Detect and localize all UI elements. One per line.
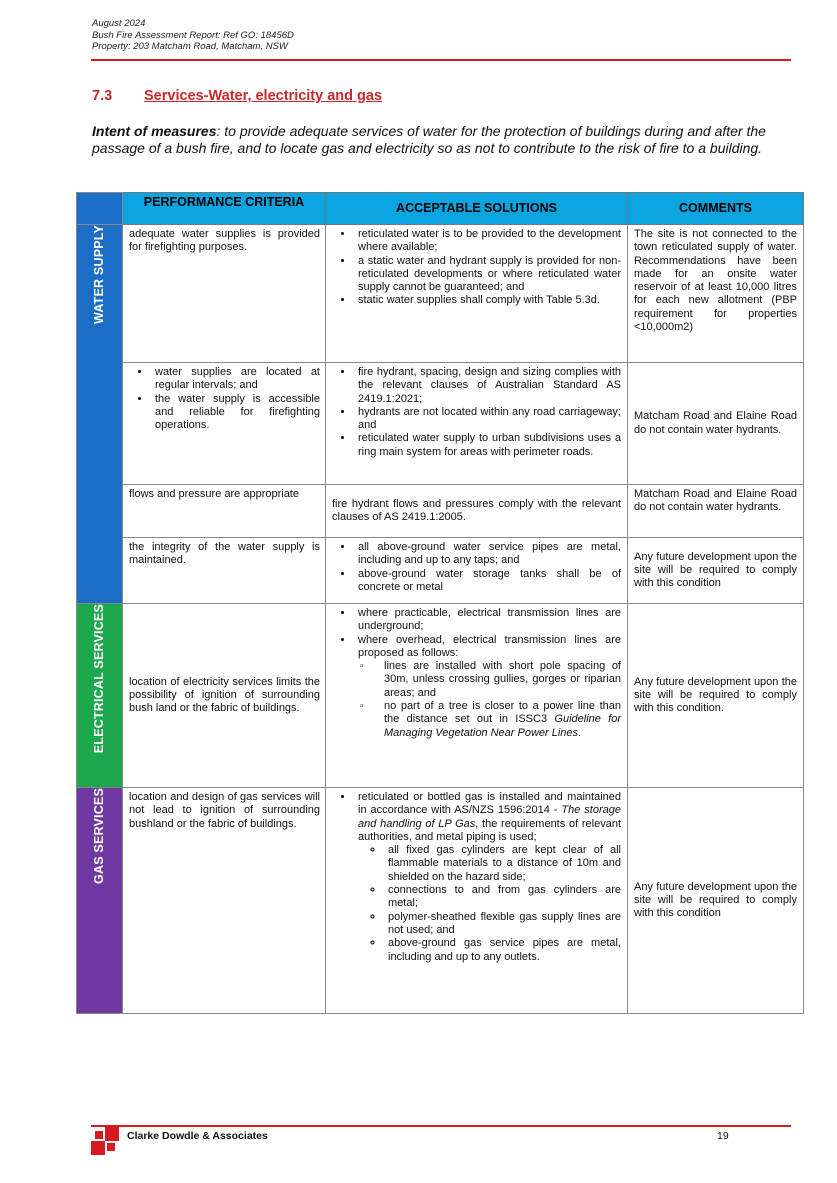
header-report-ref: Bush Fire Assessment Report: Ref GO: 184… [92, 29, 294, 41]
company-logo-icon [91, 1127, 119, 1155]
intent-label: Intent of measures [92, 123, 217, 139]
electrical-services-band: ELECTRICAL SERVICES [76, 603, 123, 788]
list-item: fire hydrant, spacing, design and sizing… [354, 366, 621, 406]
services-table: PERFORMANCE CRITERIA ACCEPTABLE SOLUTION… [76, 192, 804, 1014]
page-number: 19 [717, 1130, 729, 1142]
table-row: WATER SUPPLY adequate water supplies is … [76, 224, 804, 604]
gas-services-band: GAS SERVICES [76, 787, 123, 1014]
electrical-services-label: ELECTRICAL SERVICES [91, 604, 106, 754]
list-item-text-end: , the requirements of relevant authoriti… [358, 817, 621, 843]
table-row: water supplies are located at regular in… [77, 362, 804, 485]
intent-paragraph: Intent of measures: to provide adequate … [92, 123, 792, 157]
header-divider [91, 59, 791, 61]
pc-cell: water supplies are located at regular in… [122, 362, 326, 485]
comment-cell: Matcham Road and Elaine Road do not cont… [627, 484, 804, 538]
water-supply-band: WATER SUPPLY [76, 224, 123, 604]
header-comments: COMMENTS [627, 192, 804, 225]
sub-list-item: polymer-sheathed flexible gas supply lin… [384, 911, 621, 938]
sub-list-item: above-ground gas service pipes are metal… [384, 937, 621, 964]
comment-cell: Matcham Road and Elaine Road do not cont… [627, 362, 804, 485]
footer-company: Clarke Dowdle & Associates [127, 1130, 268, 1142]
sub-list-item-text: no part of a tree is closer to a power l… [384, 700, 621, 726]
as-cell: fire hydrant, spacing, design and sizing… [325, 362, 628, 485]
header-acceptable-solutions: ACCEPTABLE SOLUTIONS [325, 192, 628, 225]
pc-cell: location of electricity services limits … [122, 603, 326, 788]
list-item: above-ground water storage tanks shall b… [354, 568, 621, 595]
table-row: ELECTRICAL SERVICES location of electric… [76, 603, 804, 788]
guideline-title: Guideline for Managing Vegetation Near P… [384, 713, 622, 739]
gas-services-label: GAS SERVICES [91, 788, 106, 884]
list-item-text: where overhead, electrical transmission … [358, 633, 621, 659]
as-cell: reticulated water is to be provided to t… [325, 224, 628, 363]
list-item: reticulated water supply to urban subdiv… [354, 432, 621, 459]
table-row: flows and pressure are appropriate fire … [77, 484, 804, 538]
sub-list-item: all fixed gas cylinders are kept clear o… [384, 844, 621, 884]
list-item: a static water and hydrant supply is pro… [354, 255, 621, 295]
pc-cell: location and design of gas services will… [122, 787, 326, 1014]
list-item: where practicable, electrical transmissi… [354, 607, 621, 634]
water-supply-label: WATER SUPPLY [91, 225, 106, 324]
comment-cell: Any future development upon the site wil… [627, 537, 804, 604]
header-date: August 2024 [92, 18, 146, 29]
pc-cell: flows and pressure are appropriate [122, 484, 326, 538]
footer-divider [91, 1125, 791, 1127]
sub-list-item: no part of a tree is closer to a power l… [360, 700, 622, 740]
list-item: where overhead, electrical transmission … [354, 634, 621, 740]
standard-title: The storage and handling of LP Gas [358, 804, 621, 830]
pc-cell: adequate water supplies is provided for … [122, 224, 326, 363]
sub-list-item: lines are installed with short pole spac… [360, 660, 621, 700]
list-item: reticulated water is to be provided to t… [354, 228, 621, 255]
comment-cell: Any future development upon the site wil… [627, 787, 804, 1014]
header-property: Property: 203 Matcham Road, Matcham, NSW [92, 41, 288, 52]
intent-text: : to provide adequate services of water … [92, 123, 766, 156]
list-item: reticulated or bottled gas is installed … [354, 791, 621, 964]
list-item: hydrants are not located within any road… [354, 406, 621, 433]
list-item-text: reticulated or bottled gas is installed … [358, 791, 621, 817]
comment-cell: Any future development upon the site wil… [627, 603, 804, 788]
section-heading: Services-Water, electricity and gas [144, 88, 383, 104]
list-item: the water supply is accessible and relia… [151, 393, 320, 433]
pc-cell: the integrity of the water supply is mai… [122, 537, 326, 604]
sub-list-item-end: . [578, 726, 582, 739]
page-header: August 2024 Bush Fire Assessment Report:… [92, 18, 294, 53]
as-cell: all above-ground water service pipes are… [325, 537, 628, 604]
list-item: static water supplies shall comply with … [354, 294, 621, 307]
as-cell: where practicable, electrical transmissi… [325, 603, 628, 788]
water-side-band-top [76, 192, 123, 225]
list-item: all above-ground water service pipes are… [354, 541, 621, 568]
as-cell: fire hydrant flows and pressures comply … [325, 484, 628, 538]
table-row: the integrity of the water supply is mai… [77, 537, 804, 604]
list-item: water supplies are located at regular in… [151, 366, 320, 393]
sub-list-item: connections to and from gas cylinders ar… [384, 884, 621, 911]
section-title: 7.3 Services-Water, electricity and gas [92, 88, 382, 104]
table-row: GAS SERVICES location and design of gas … [76, 787, 804, 1014]
header-performance-criteria: PERFORMANCE CRITERIA [122, 192, 326, 225]
section-number: 7.3 [92, 88, 113, 104]
comment-cell: The site is not connected to the town re… [627, 224, 804, 363]
table-header-row: PERFORMANCE CRITERIA ACCEPTABLE SOLUTION… [76, 192, 804, 225]
as-cell: reticulated or bottled gas is installed … [325, 787, 628, 1014]
